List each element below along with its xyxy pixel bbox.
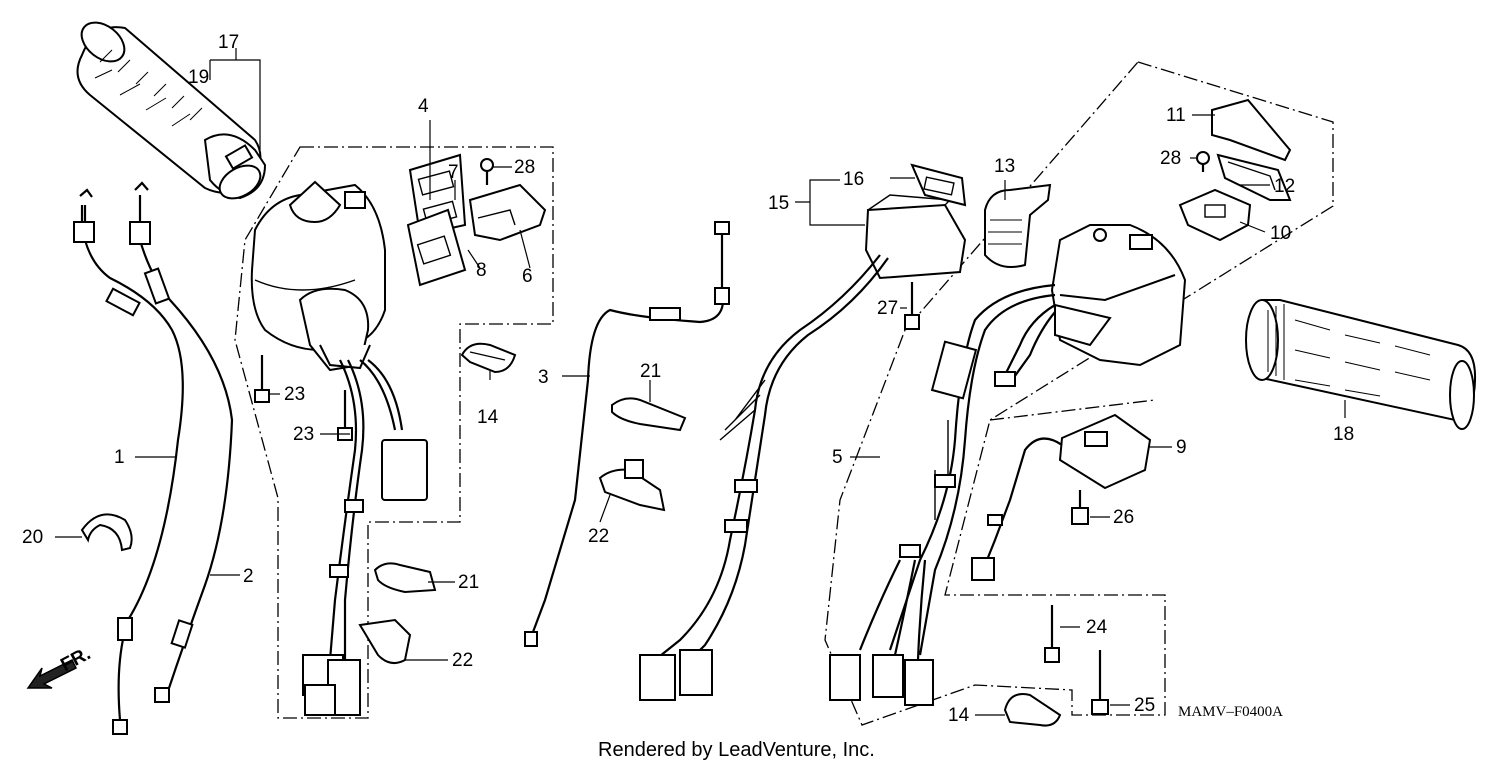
callout-23-lower: 23 <box>293 424 314 445</box>
clamp-21-left <box>373 562 437 594</box>
right-harness <box>829 283 1056 706</box>
callout-14-bottom: 14 <box>948 705 970 726</box>
left-switch-housing <box>250 180 386 372</box>
clamp-14-top <box>460 342 517 374</box>
callout-9: 9 <box>1176 437 1187 458</box>
cable-3 <box>524 221 730 647</box>
callout-16: 16 <box>843 169 864 190</box>
callout-21-center: 21 <box>640 361 661 382</box>
screw-25 <box>1091 650 1109 715</box>
front-arrow-icon: FR. <box>26 643 94 689</box>
switch-part-8 <box>406 208 467 287</box>
leader-lines <box>55 48 1346 716</box>
screw-23-upper <box>254 355 270 403</box>
switch-part-6 <box>468 183 547 242</box>
callout-2: 2 <box>243 566 254 587</box>
callout-7: 7 <box>448 162 459 183</box>
right-switch-housing <box>1050 224 1187 367</box>
switch-part-16 <box>910 163 967 207</box>
screw-28-right <box>1196 151 1210 172</box>
callout-6: 6 <box>522 266 533 287</box>
callout-24: 24 <box>1086 617 1108 638</box>
return-cable <box>129 181 234 703</box>
callout-8: 8 <box>476 260 487 281</box>
assembly-5-outline <box>824 61 1334 726</box>
screw-26 <box>1071 490 1089 525</box>
switch-9 <box>971 413 1152 581</box>
callout-11: 11 <box>1166 105 1186 126</box>
callout-28-right: 28 <box>1160 148 1181 169</box>
callout-5: 5 <box>832 447 843 468</box>
assembly-4-outline <box>234 146 554 719</box>
clamp-22-center <box>598 468 666 512</box>
credit-text: Rendered by LeadVenture, Inc. <box>598 739 875 761</box>
clamp-21-center <box>611 397 687 432</box>
callout-25: 25 <box>1134 695 1155 716</box>
callout-22-left: 22 <box>452 650 473 671</box>
callout-13: 13 <box>994 156 1015 177</box>
clamp-20 <box>80 513 133 552</box>
screw-23-lower <box>337 390 353 441</box>
callout-3: 3 <box>538 367 549 388</box>
plate-11 <box>1211 98 1292 162</box>
callout-18: 18 <box>1333 424 1354 445</box>
plate-12 <box>1216 153 1292 201</box>
callout-14-top: 14 <box>477 407 499 428</box>
bracket-10 <box>1178 188 1252 242</box>
switch-15 <box>864 194 967 280</box>
screw-28-left <box>480 158 494 185</box>
callout-21-left: 21 <box>458 572 479 593</box>
callout-10: 10 <box>1270 223 1291 244</box>
callout-4: 4 <box>418 96 429 117</box>
switch-9-outline <box>989 399 1156 421</box>
callout-20: 20 <box>22 527 43 548</box>
screw-27 <box>904 282 920 330</box>
callout-15: 15 <box>768 193 789 214</box>
callout-19: 19 <box>188 67 209 88</box>
throttle-cable <box>73 188 184 735</box>
left-grip <box>76 21 267 200</box>
clamp-22-left <box>358 618 412 665</box>
callout-23-upper: 23 <box>284 384 305 405</box>
callouts: 17 19 4 7 28 8 6 14 23 23 1 2 20 21 22 3… <box>22 32 1354 726</box>
callout-22-center: 22 <box>588 526 609 547</box>
callout-17: 17 <box>218 32 239 53</box>
center-harness <box>639 254 889 701</box>
left-harness <box>302 359 428 716</box>
callout-27: 27 <box>877 298 898 319</box>
diagram-code: MAMV–F0400A <box>1178 704 1283 720</box>
clamp-14-bottom <box>1003 693 1062 727</box>
right-grip <box>1245 299 1477 430</box>
switch-13 <box>984 183 1052 268</box>
callout-12: 12 <box>1274 176 1295 197</box>
screw-24 <box>1044 605 1060 663</box>
callout-26: 26 <box>1113 507 1134 528</box>
callout-28-left: 28 <box>514 157 535 178</box>
callout-1: 1 <box>114 447 125 468</box>
